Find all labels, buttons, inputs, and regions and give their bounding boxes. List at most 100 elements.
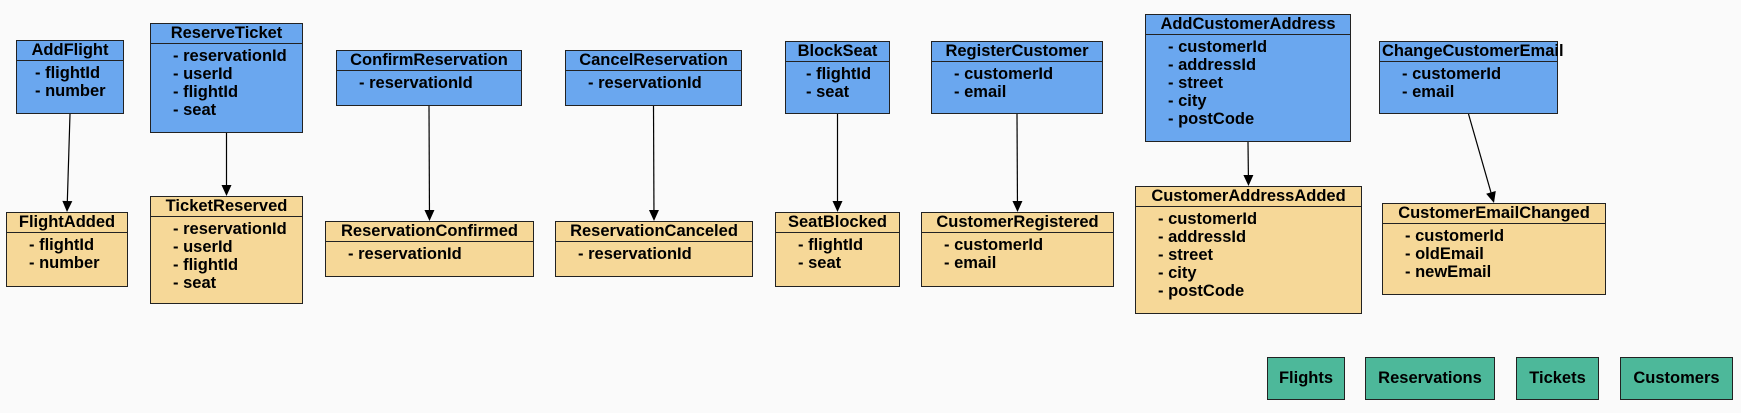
field-postcode: postCode	[1168, 110, 1350, 128]
command-add-flight: AddFlightflightIdnumber	[16, 40, 124, 114]
command-fields: customerIdemail	[932, 62, 1102, 101]
edge-arrowhead	[221, 185, 232, 196]
field-seat: seat	[173, 274, 302, 292]
field-reservationid: reservationId	[588, 74, 741, 92]
event-customer-registered: CustomerRegisteredcustomerIdemail	[921, 212, 1114, 287]
field-flightid: flightId	[806, 65, 889, 83]
field-customerid: customerId	[1168, 38, 1350, 56]
edge-arrowhead	[1012, 200, 1023, 212]
event-fields: reservationId	[326, 242, 533, 263]
command-title: AddFlight	[17, 41, 123, 61]
command-register-customer: RegisterCustomercustomerIdemail	[931, 41, 1103, 114]
event-flight-added: FlightAddedflightIdnumber	[6, 212, 128, 287]
event-customer-email-changed: CustomerEmailChangedcustomerIdoldEmailne…	[1382, 203, 1606, 295]
legend-tickets: Tickets	[1516, 357, 1599, 400]
command-title: ChangeCustomerEmail	[1380, 42, 1564, 62]
field-email: email	[954, 83, 1102, 101]
command-add-customer-address: AddCustomerAddresscustomerIdaddressIdstr…	[1145, 14, 1351, 142]
command-fields: reservationIduserIdflightIdseat	[151, 44, 302, 119]
command-title: ReserveTicket	[151, 24, 302, 44]
edge-arrowhead	[648, 209, 659, 221]
event-title: CustomerRegistered	[922, 213, 1113, 233]
event-title: CustomerEmailChanged	[1383, 204, 1605, 224]
event-title: ReservationCanceled	[556, 222, 752, 242]
command-block-seat: BlockSeatflightIdseat	[785, 41, 890, 114]
event-title: TicketReserved	[151, 197, 302, 217]
edge-line	[1467, 113, 1492, 193]
field-street: street	[1168, 74, 1350, 92]
event-fields: flightIdseat	[776, 233, 899, 272]
event-seat-blocked: SeatBlockedflightIdseat	[775, 212, 900, 287]
field-customerid: customerId	[1402, 65, 1557, 83]
command-title: ConfirmReservation	[337, 51, 521, 71]
field-reservationid: reservationId	[578, 245, 752, 263]
command-fields: reservationId	[337, 71, 521, 92]
field-number: number	[29, 254, 127, 272]
command-fields: flightIdnumber	[17, 61, 123, 100]
field-flightid: flightId	[173, 256, 302, 274]
field-city: city	[1158, 264, 1361, 282]
edge-arrowhead	[1243, 174, 1254, 186]
field-customerid: customerId	[1158, 210, 1361, 228]
event-ticket-reserved: TicketReservedreservationIduserIdflightI…	[150, 196, 303, 304]
field-customerid: customerId	[944, 236, 1113, 254]
command-fields: reservationId	[566, 71, 741, 92]
edge-line	[66, 113, 71, 202]
edge-arrowhead	[832, 201, 843, 212]
field-addressid: addressId	[1168, 56, 1350, 74]
event-fields: flightIdnumber	[7, 233, 127, 272]
event-title: FlightAdded	[7, 213, 127, 233]
event-fields: customerIdaddressIdstreetcitypostCode	[1136, 207, 1361, 300]
command-title: RegisterCustomer	[932, 42, 1102, 62]
field-newemail: newEmail	[1405, 263, 1605, 281]
field-customerid: customerId	[954, 65, 1102, 83]
field-seat: seat	[173, 101, 302, 119]
field-addressid: addressId	[1158, 228, 1361, 246]
field-oldemail: oldEmail	[1405, 245, 1605, 263]
field-seat: seat	[798, 254, 899, 272]
command-reserve-ticket: ReserveTicketreservationIduserIdflightId…	[150, 23, 303, 133]
field-flightid: flightId	[35, 64, 123, 82]
event-reservation-canceled: ReservationCanceled reservationId	[555, 221, 753, 277]
event-title: CustomerAddressAdded	[1136, 187, 1361, 207]
field-userid: userId	[173, 65, 302, 83]
field-reservationid: reservationId	[359, 74, 521, 92]
field-reservationid: reservationId	[173, 47, 302, 65]
event-customer-address-added: CustomerAddressAddedcustomerIdaddressIds…	[1135, 186, 1362, 314]
event-fields: reservationIduserIdflightIdseat	[151, 217, 302, 292]
field-seat: seat	[806, 83, 889, 101]
command-title: BlockSeat	[786, 42, 889, 62]
command-cancel-reservation: CancelReservation reservationId	[565, 50, 742, 106]
command-change-customer-email: ChangeCustomerEmailcustomerIdemail	[1379, 41, 1564, 114]
field-street: street	[1158, 246, 1361, 264]
command-confirm-reservation: ConfirmReservation reservationId	[336, 50, 522, 106]
legend-flights: Flights	[1267, 357, 1345, 400]
legend-customers: Customers	[1620, 357, 1733, 400]
command-fields: flightIdseat	[786, 62, 889, 101]
field-reservationid: reservationId	[173, 220, 302, 238]
event-fields: customerIdoldEmailnewEmail	[1383, 224, 1605, 281]
event-title: ReservationConfirmed	[326, 222, 533, 242]
event-fields: customerIdemail	[922, 233, 1113, 272]
command-fields: customerIdemail	[1380, 62, 1557, 101]
command-title: AddCustomerAddress	[1146, 15, 1350, 35]
field-email: email	[944, 254, 1113, 272]
field-reservationid: reservationId	[348, 245, 533, 263]
field-customerid: customerId	[1405, 227, 1605, 245]
edge-arrowhead	[424, 209, 435, 221]
event-title: SeatBlocked	[776, 213, 899, 233]
command-title: CancelReservation	[566, 51, 741, 71]
event-fields: reservationId	[556, 242, 752, 263]
field-city: city	[1168, 92, 1350, 110]
field-userid: userId	[173, 238, 302, 256]
edge-arrowhead	[1486, 191, 1496, 203]
field-email: email	[1402, 83, 1557, 101]
field-flightid: flightId	[29, 236, 127, 254]
field-flightid: flightId	[798, 236, 899, 254]
field-flightid: flightId	[173, 83, 302, 101]
command-fields: customerIdaddressIdstreetcitypostCode	[1146, 35, 1350, 128]
event-reservation-confirmed: ReservationConfirmed reservationId	[325, 221, 534, 277]
legend-reservations: Reservations	[1365, 357, 1495, 400]
